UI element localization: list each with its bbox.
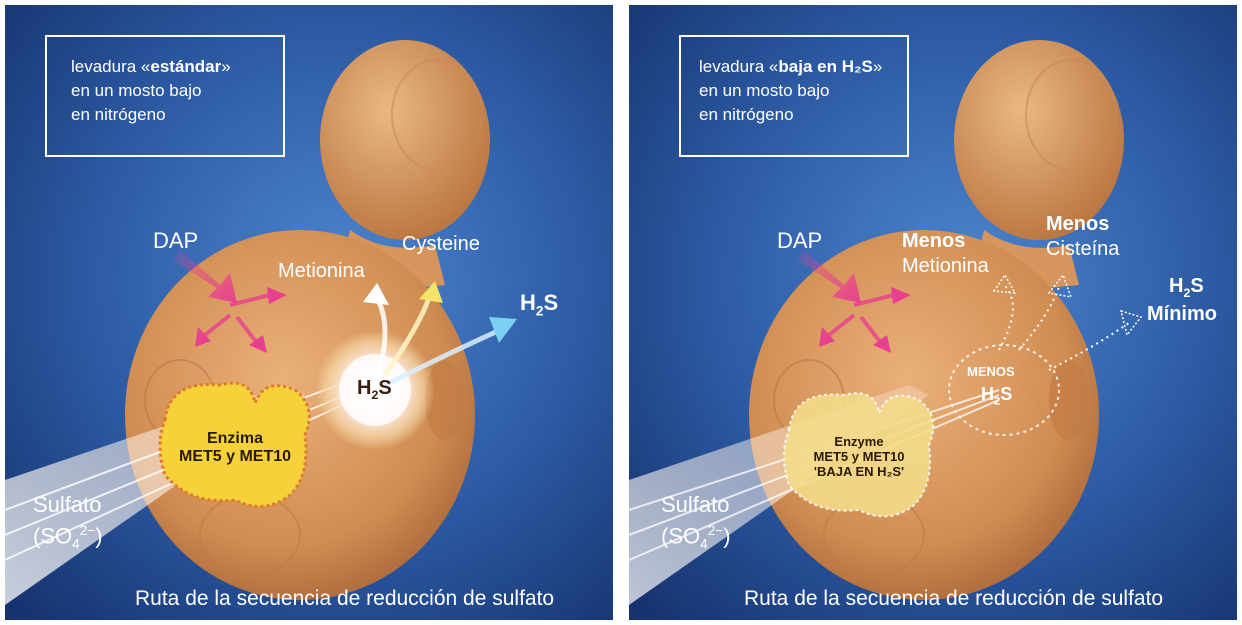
h2s-out-arrow — [489, 317, 517, 343]
strain-prefix: levadura « — [71, 57, 151, 76]
strain-type: estándar — [150, 57, 222, 76]
strain-line-3: en nitrógeno — [699, 105, 794, 124]
center-h2s-h: H — [981, 384, 994, 404]
strain-description: levadura «baja en H₂S» en un mosto bajo … — [699, 55, 882, 127]
enzyme-label: Enzyme MET5 y MET10 'BAJA EN H₂S' — [794, 434, 924, 480]
center-h2s-subscript: 2 — [994, 395, 1001, 408]
dap-arrow — [797, 250, 861, 303]
reduced-h2s-circle — [948, 344, 1060, 436]
h2s-output-label: H2S — [520, 290, 559, 319]
h2s-out-arrow — [1119, 309, 1143, 337]
center-menos-label: MENOS — [967, 364, 1015, 379]
strain-description-box — [679, 35, 909, 157]
cisteina-arrow — [1047, 273, 1073, 298]
center-h2s-label: H2S — [981, 384, 1013, 408]
h2s-h: H — [1169, 275, 1184, 297]
strain-suffix: » — [872, 57, 883, 76]
h2s-h: H — [520, 290, 536, 315]
h2s-output-label: H2S — [1169, 275, 1204, 301]
strain-line-2: en un mosto bajo — [699, 81, 830, 100]
h2s-subscript: 2 — [1183, 286, 1191, 300]
strain-line-2: en un mosto bajo — [71, 81, 202, 100]
pathway-caption: Ruta de la secuencia de reducción de sul… — [135, 587, 555, 610]
sulfato-formula: (SO42−) — [661, 523, 731, 552]
enzyme-shape — [158, 381, 311, 508]
center-h2s-h: H — [357, 377, 372, 399]
cisteina-label: Cisteína — [1046, 238, 1120, 260]
metionina-arrow — [363, 283, 389, 305]
bud-cell — [954, 40, 1124, 240]
formula-open: (SO — [661, 523, 701, 549]
strain-prefix: levadura « — [699, 57, 779, 76]
enzyme-label: Enzima MET5 y MET10 — [170, 430, 300, 467]
center-h2s-s: S — [1000, 384, 1013, 404]
sulfato-formula: (SO42−) — [33, 523, 103, 552]
cysteine-arrow — [419, 281, 443, 303]
enzyme-line-2: MET5 y MET10 — [813, 448, 905, 464]
strain-description-box — [45, 35, 285, 157]
low-h2s-yeast-panel: levadura «baja en H₂S» en un mosto bajo … — [629, 5, 1237, 620]
enzyme-line-3: 'BAJA EN H₂S' — [813, 463, 905, 479]
h2s-subscript: 2 — [535, 303, 544, 319]
enzyme-line-2: MET5 y MET10 — [178, 448, 292, 466]
menos-cisteina-qualifier: Menos — [1046, 213, 1110, 235]
minimo-label: Mínimo — [1147, 303, 1217, 325]
enzyme-line-1: Enzima — [206, 430, 263, 447]
pathway-caption: Ruta de la secuencia de reducción de sul… — [744, 587, 1164, 610]
strain-line-3: en nitrógeno — [71, 105, 166, 124]
standard-yeast-panel: levadura «estándar» en un mosto bajo en … — [5, 5, 613, 620]
bud-cell — [320, 40, 490, 240]
metionina-label: Metionina — [902, 255, 989, 277]
low-h2s-yeast-illustration — [629, 5, 1237, 620]
metionina-label: Metionina — [278, 260, 365, 282]
metionina-arrow — [992, 273, 1017, 294]
center-h2s-subscript: 2 — [371, 388, 379, 402]
dap-arrow — [173, 250, 237, 303]
enzyme-shape — [783, 392, 935, 518]
standard-yeast-illustration — [5, 5, 613, 620]
h2s-s: S — [543, 290, 559, 315]
center-h2s-label: H2S — [357, 377, 392, 403]
formula-close: ) — [723, 523, 731, 549]
formula-sup: 2− — [707, 523, 724, 538]
formula-close: ) — [95, 523, 103, 549]
enzyme-line-1: Enzyme — [834, 434, 884, 449]
h2s-s: S — [1190, 275, 1204, 297]
center-h2s-s: S — [378, 377, 392, 399]
dap-label: DAP — [777, 228, 823, 253]
formula-open: (SO — [33, 523, 73, 549]
strain-type: baja en H₂S — [778, 57, 873, 76]
strain-description: levadura «estándar» en un mosto bajo en … — [71, 55, 231, 127]
formula-sub: 4 — [700, 536, 708, 552]
formula-sub: 4 — [72, 536, 80, 552]
sulfato-label: Sulfato — [661, 492, 730, 517]
formula-sup: 2− — [79, 523, 96, 538]
sulfato-label: Sulfato — [33, 492, 102, 517]
cysteine-label: Cysteine — [402, 233, 480, 255]
menos-metionina-qualifier: Menos — [902, 230, 966, 252]
strain-suffix: » — [221, 57, 231, 76]
dap-label: DAP — [153, 228, 199, 253]
